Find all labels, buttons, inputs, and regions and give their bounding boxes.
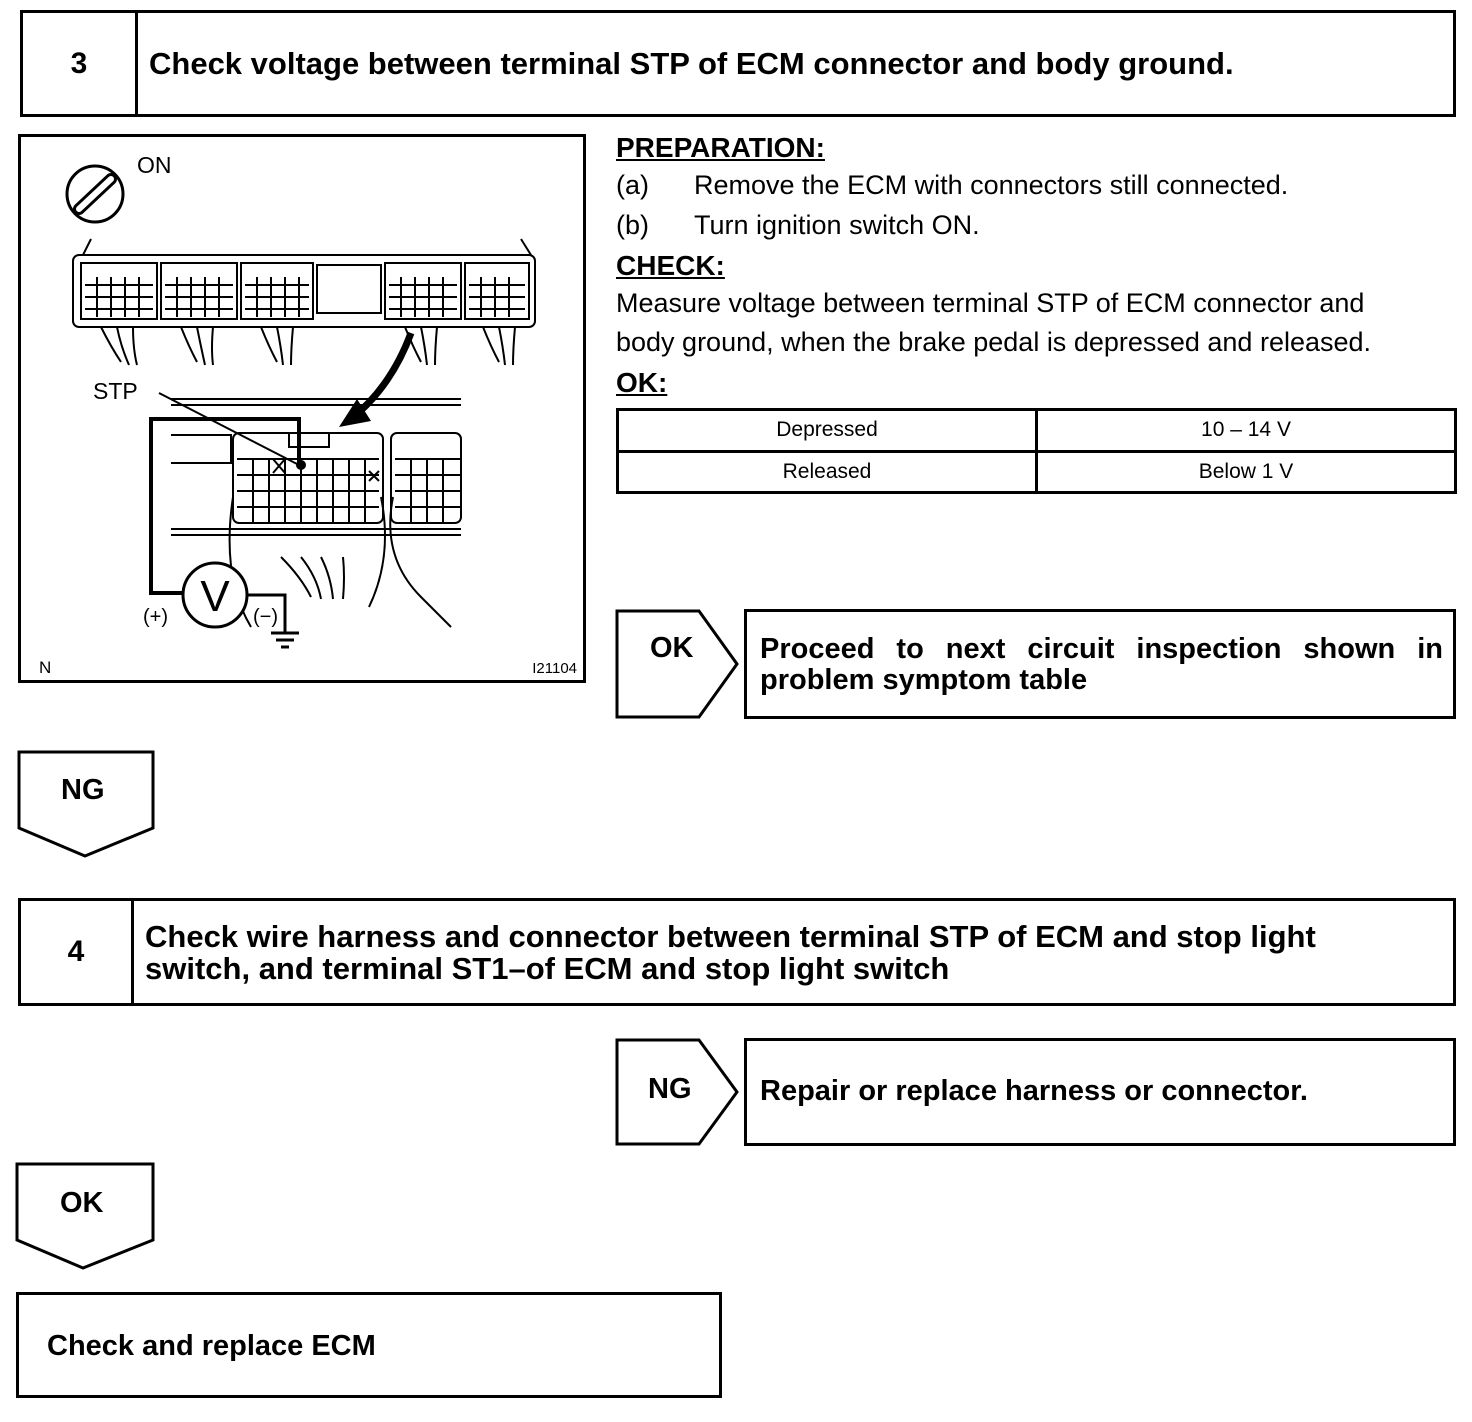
check-instruction-line2: body ground, when the brake pedal is dep… xyxy=(616,327,1372,357)
step-number: 3 xyxy=(23,13,138,114)
step-title: Check wire harness and connector between… xyxy=(145,921,1443,985)
figure-id: I21104 xyxy=(532,660,577,677)
step4-ok-label: OK xyxy=(60,1187,104,1219)
final-action-box: Check and replace ECM xyxy=(16,1292,722,1398)
result-text-line2: problem symptom table xyxy=(760,664,1088,696)
step4-ng-label: NG xyxy=(648,1073,692,1105)
ok-flow-arrow-shape xyxy=(615,609,739,719)
ignition-key-icon xyxy=(65,164,125,224)
ng-down-flow-shape xyxy=(17,750,155,858)
ignition-on-label: ON xyxy=(137,152,172,178)
step3-ok-result-box: Proceed to next circuit inspection shown… xyxy=(744,609,1456,719)
preparation-item-b: (b) Turn ignition switch ON. xyxy=(616,210,980,241)
positive-test-lead xyxy=(149,417,301,595)
ok-spec-table: Depressed 10 – 14 V Released Below 1 V xyxy=(616,408,1457,494)
item-marker: (a) xyxy=(616,170,649,200)
final-action-text: Check and replace ECM xyxy=(47,1330,376,1362)
table-row: Depressed 10 – 14 V xyxy=(616,408,1457,453)
stp-terminal-label: STP xyxy=(93,378,138,404)
value-cell: 10 – 14 V xyxy=(1035,408,1457,453)
item-text: Turn ignition switch ON. xyxy=(694,210,980,240)
item-text: Remove the ECM with connectors still con… xyxy=(694,170,1289,200)
check-heading: CHECK: xyxy=(616,250,725,281)
check-instruction-line1: Measure voltage between terminal STP of … xyxy=(616,288,1365,318)
ok-heading: OK: xyxy=(616,367,668,398)
step-3-header: 3 Check voltage between terminal STP of … xyxy=(20,10,1456,117)
result-text: Repair or replace harness or connector. xyxy=(760,1075,1308,1107)
step-number: 4 xyxy=(21,901,134,1003)
item-marker: (b) xyxy=(616,210,649,240)
voltmeter-icon: V xyxy=(181,561,249,629)
figure-corner-label: N xyxy=(39,658,51,677)
voltmeter-symbol: V xyxy=(200,572,230,621)
step-title-line1: Check wire harness and connector between… xyxy=(145,919,1316,954)
step-title-line2: switch, and terminal ST1–of ECM and stop… xyxy=(145,951,950,986)
value-cell: Below 1 V xyxy=(1035,449,1457,494)
positive-lead-label: (+) xyxy=(143,606,168,628)
step4-ng-result-box: Repair or replace harness or connector. xyxy=(744,1038,1456,1146)
negative-lead-label: (−) xyxy=(253,606,278,628)
ecm-connector-diagram: ON STP xyxy=(39,152,577,677)
step-4-header: 4 Check wire harness and connector betwe… xyxy=(18,898,1456,1006)
step-title: Check voltage between terminal STP of EC… xyxy=(149,45,1234,81)
step3-ok-label: OK xyxy=(650,632,694,664)
ok-down-flow-shape xyxy=(15,1162,155,1270)
body-ground-icon xyxy=(247,593,299,649)
diagram-figure: ON STP xyxy=(18,134,586,683)
table-row: Released Below 1 V xyxy=(616,449,1457,494)
preparation-item-a: (a) Remove the ECM with connectors still … xyxy=(616,170,1288,201)
pointer-arrow-icon xyxy=(339,331,415,427)
ng-flow-arrow-shape xyxy=(615,1038,739,1146)
ecm-unit xyxy=(72,238,536,366)
result-text-line1: Proceed to next circuit inspection shown… xyxy=(760,633,1443,665)
step3-ng-label: NG xyxy=(61,774,105,806)
condition-cell: Released xyxy=(616,449,1038,494)
condition-cell: Depressed xyxy=(616,408,1038,453)
preparation-heading: PREPARATION: xyxy=(616,132,825,163)
